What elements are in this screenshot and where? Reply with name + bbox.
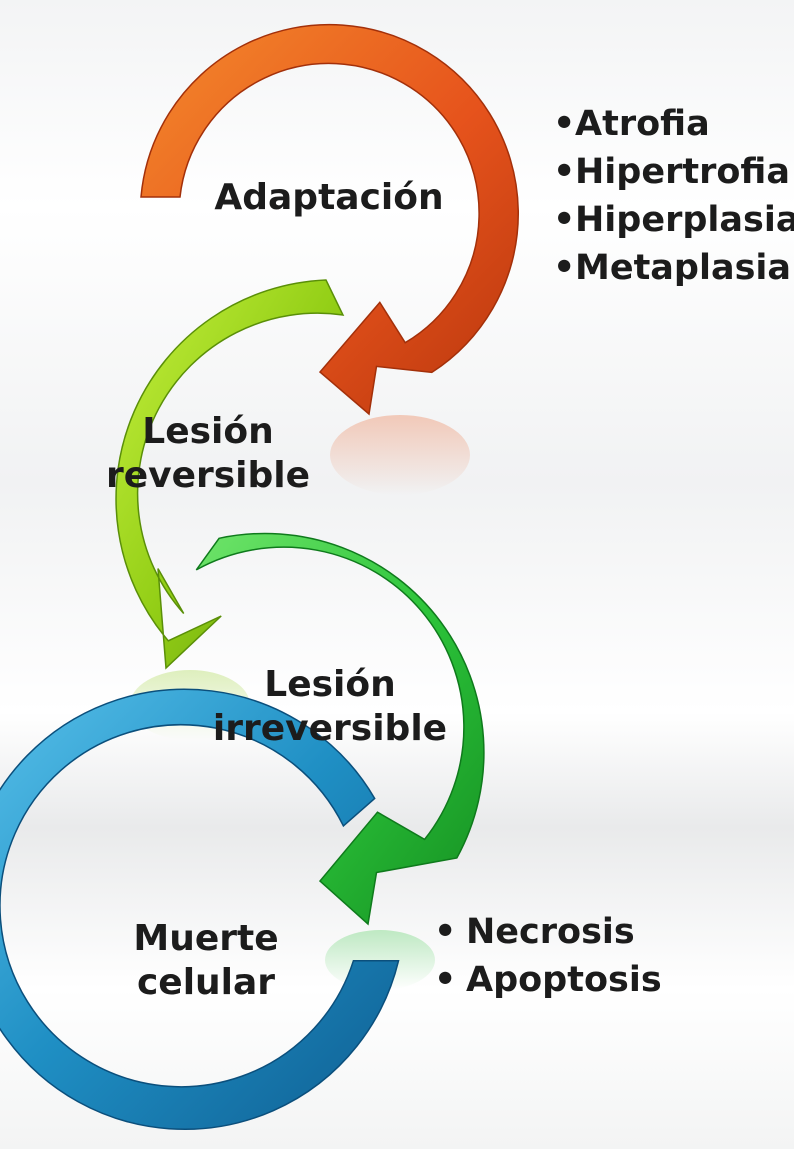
list-item: •Metaplasia — [553, 244, 794, 292]
stage-label-line2: reversible — [105, 455, 311, 496]
bullet-icon: • — [553, 104, 576, 144]
list-item: •Hipertrofia — [553, 148, 794, 196]
list-item: •Hiperplasia — [553, 196, 794, 244]
list-item-label: Hipertrofia — [575, 152, 790, 192]
bullet-icon: • — [553, 248, 576, 288]
stage-label-line2: irreversible — [212, 708, 448, 749]
list-item-label: Hiperplasia — [575, 200, 794, 240]
stage-label-line1: Lesión — [142, 411, 274, 452]
list-item-label: Necrosis — [466, 912, 635, 952]
list-item: •Atrofia — [553, 100, 794, 148]
stage-label-muerte-celular: Muerte celular — [96, 917, 316, 1005]
stage-label-line1: Lesión — [264, 664, 396, 705]
bullet-icon: • — [434, 912, 457, 952]
death-list: •Necrosis •Apoptosis — [434, 908, 662, 1004]
arrow-muerte-celular — [0, 688, 400, 1131]
stage-label-lesion-reversible: Lesión reversible — [92, 410, 324, 498]
list-item: •Necrosis — [434, 908, 662, 956]
list-item-label: Atrofia — [575, 104, 710, 144]
reflection-orange — [330, 415, 470, 495]
stage-label-lesion-irreversible: Lesión irreversible — [198, 663, 462, 751]
bullet-icon: • — [553, 200, 576, 240]
list-item-label: Metaplasia — [575, 248, 792, 288]
stage-label-adaptacion: Adaptación — [198, 176, 460, 220]
bullet-icon: • — [434, 960, 457, 1000]
stage-label-line2: celular — [136, 962, 276, 1003]
arrow-lesion-irreversible — [195, 532, 485, 926]
stage-label-line1: Muerte — [133, 918, 279, 959]
bullet-icon: • — [553, 152, 576, 192]
arrow-lesion-reversible — [115, 279, 345, 670]
stage-label-line1: Adaptación — [214, 177, 444, 218]
list-item: •Apoptosis — [434, 956, 662, 1004]
list-item-label: Apoptosis — [466, 960, 662, 1000]
arrow-adaptacion — [140, 23, 519, 416]
adaptation-list: •Atrofia •Hipertrofia •Hiperplasia •Meta… — [553, 100, 794, 292]
